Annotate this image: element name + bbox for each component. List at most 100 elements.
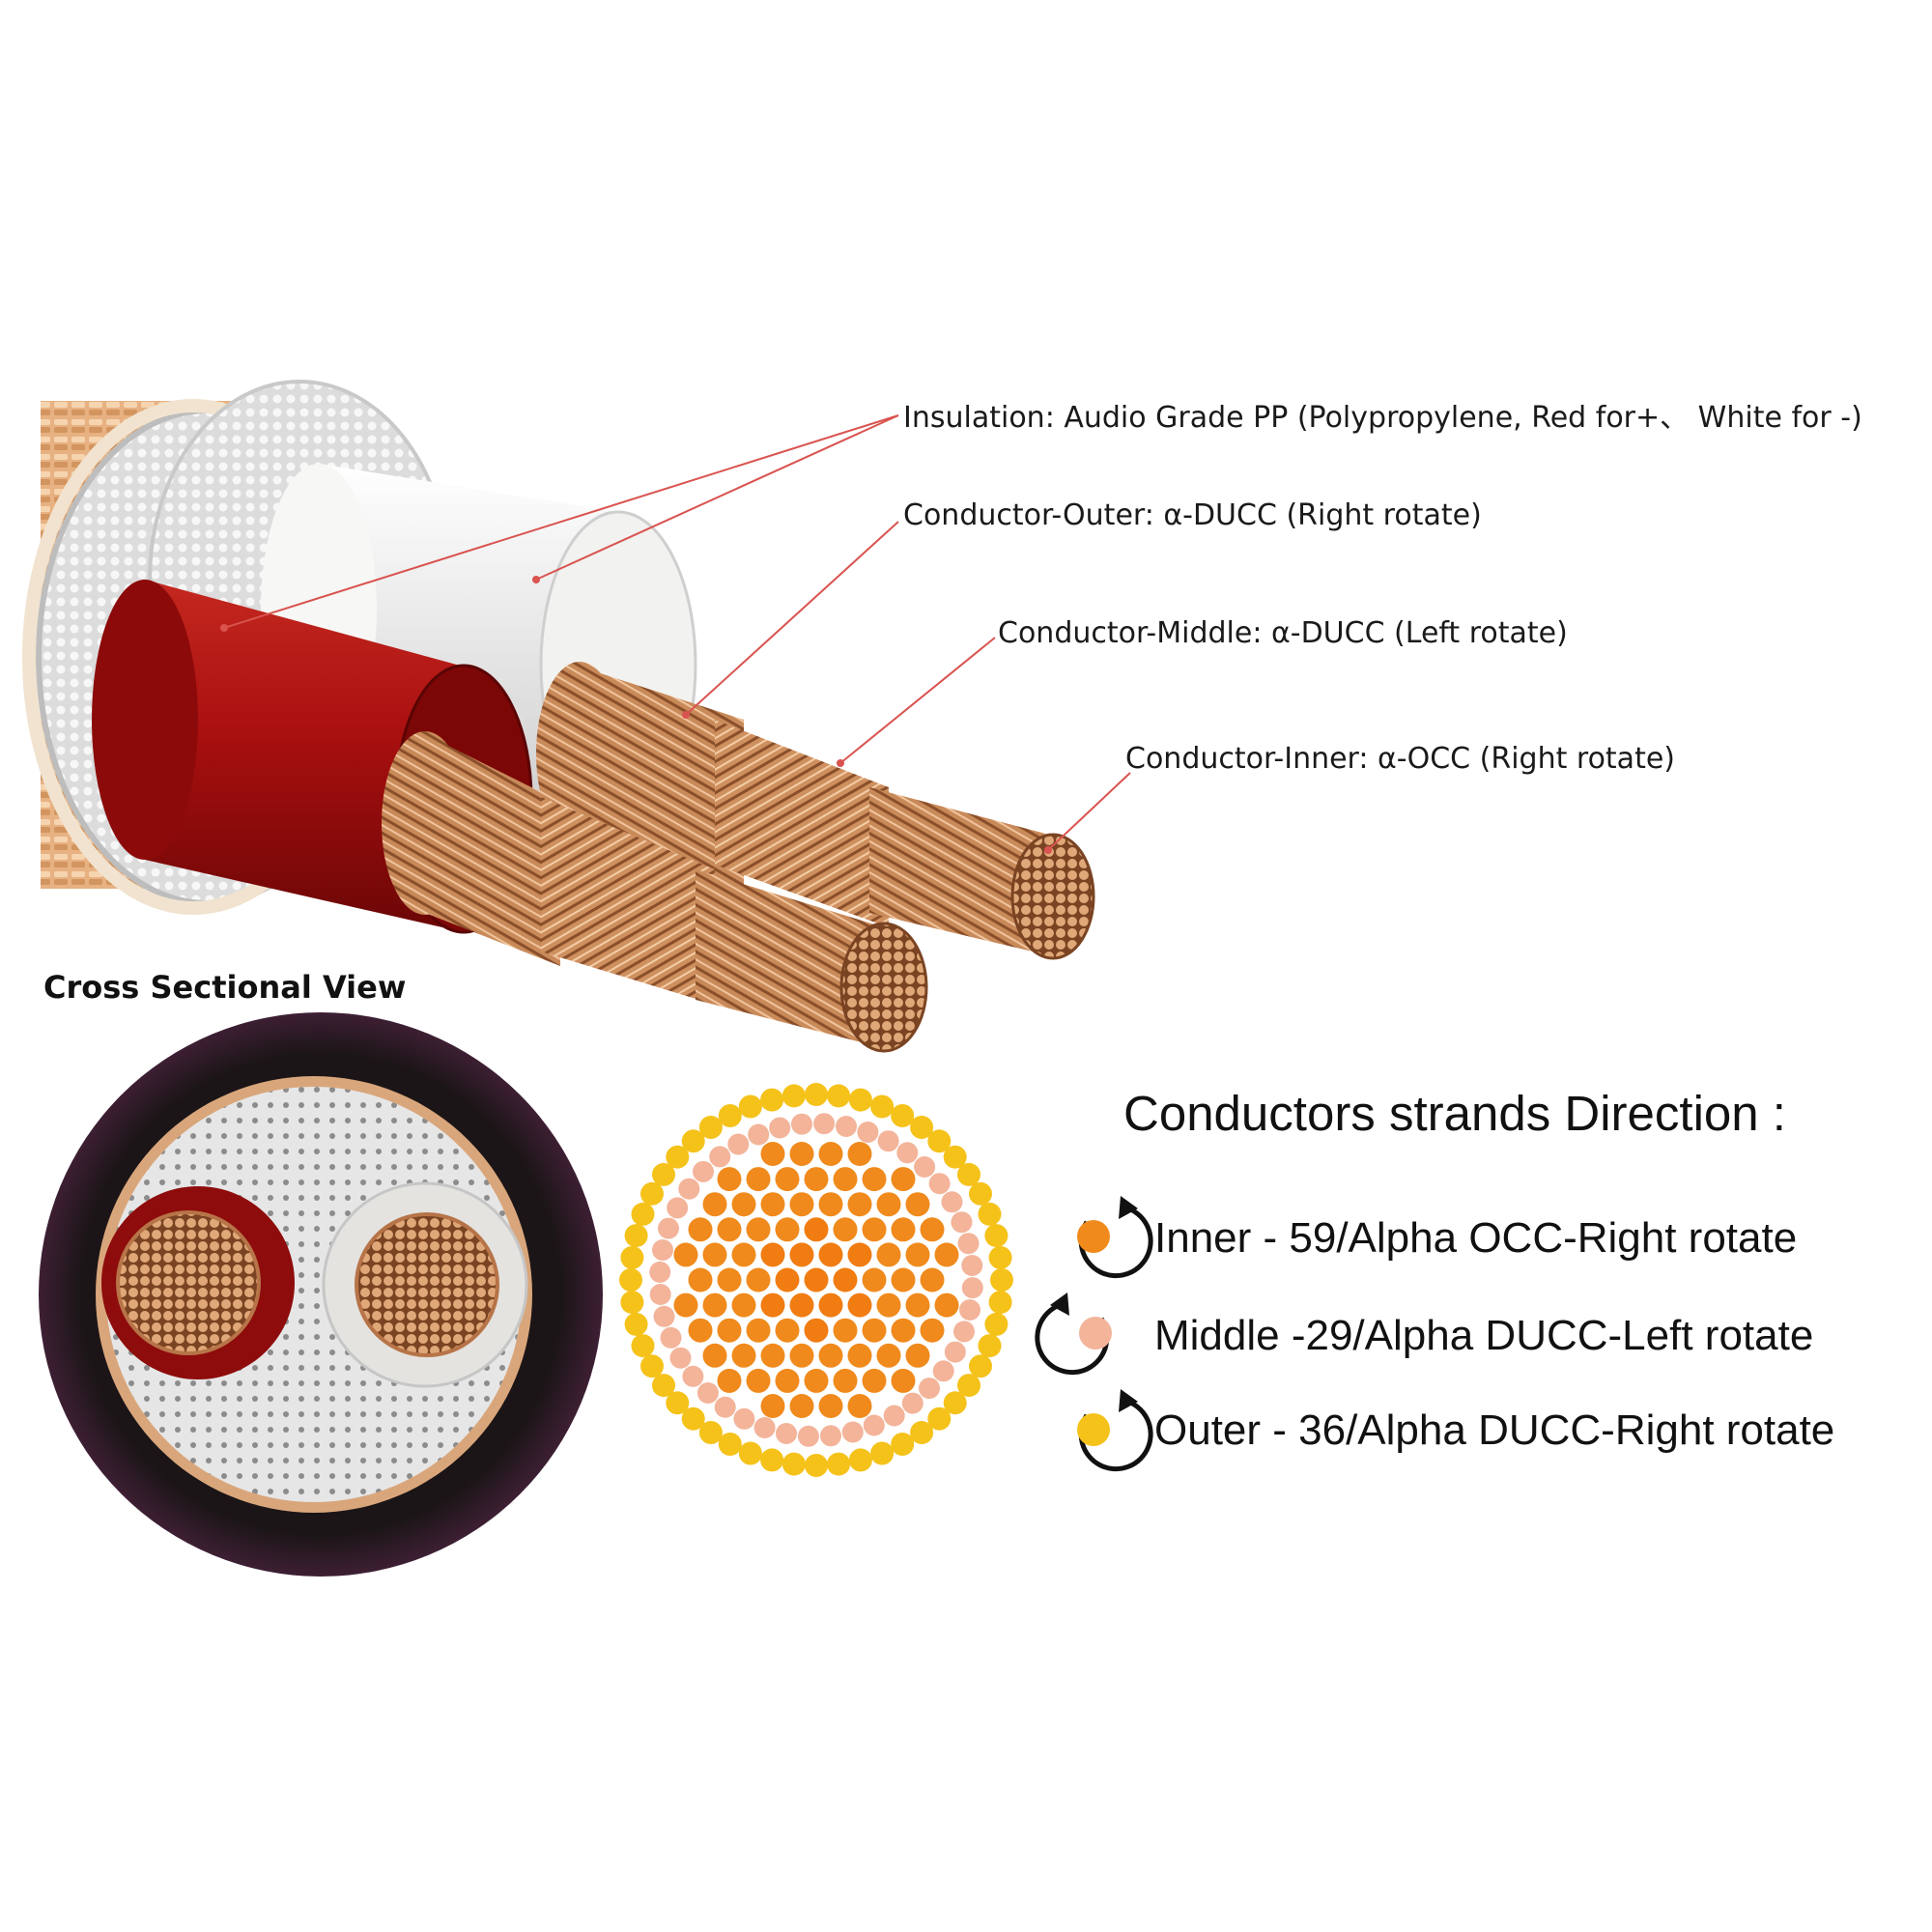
strand-middle	[682, 1365, 704, 1387]
strand-inner	[862, 1318, 887, 1343]
strand-middle	[748, 1123, 770, 1146]
strand-inner	[731, 1192, 756, 1217]
strand-inner	[833, 1267, 858, 1293]
strand-outer	[781, 1084, 806, 1108]
strand-outer	[891, 1433, 915, 1456]
strand-outer	[620, 1291, 644, 1315]
rotate-right-arrowhead	[1119, 1196, 1138, 1219]
strand-inner	[731, 1343, 756, 1368]
cross-section-white-conductor	[355, 1212, 499, 1357]
strand-outer	[805, 1083, 828, 1106]
strand-middle	[678, 1178, 700, 1200]
strand-inner	[891, 1167, 916, 1192]
strand-middle	[961, 1277, 983, 1299]
strand-outer	[870, 1094, 895, 1119]
strand-inner	[702, 1192, 727, 1217]
strand-inner	[789, 1394, 814, 1418]
strand-inner	[818, 1242, 843, 1267]
strand-inner	[717, 1267, 742, 1293]
legend-label-middle: Middle -29/Alpha DUCC-Left rotate	[1154, 1312, 1813, 1359]
conductor-red-side	[382, 731, 928, 1053]
strand-inner	[818, 1394, 843, 1418]
strand-outer	[957, 1374, 980, 1398]
strand-inner	[891, 1368, 916, 1393]
strand-inner	[688, 1318, 713, 1343]
strand-inner	[847, 1142, 872, 1166]
strand-outer	[640, 1181, 664, 1206]
strand-middle	[919, 1378, 940, 1400]
strand-outer	[738, 1441, 762, 1465]
strand-outer	[978, 1334, 1002, 1358]
strand-middle	[961, 1255, 983, 1276]
strand-inner	[775, 1267, 800, 1293]
strand-middle	[776, 1423, 797, 1444]
strand-inner	[702, 1293, 727, 1318]
strand-outer	[969, 1181, 992, 1206]
strand-inner	[876, 1293, 901, 1318]
strand-outer	[827, 1084, 851, 1108]
strand-inner	[789, 1242, 814, 1267]
strand-outer	[943, 1391, 967, 1415]
strand-inner	[804, 1267, 829, 1293]
leader-insulation-white	[535, 414, 899, 581]
strand-inner	[717, 1368, 742, 1393]
strand-outer	[624, 1224, 648, 1248]
strand-inner	[804, 1368, 829, 1393]
strand-middle	[959, 1299, 980, 1321]
strand-outer	[990, 1268, 1013, 1292]
strand-middle	[653, 1305, 675, 1327]
strand-outer	[988, 1245, 1012, 1269]
strand-outer	[957, 1162, 980, 1186]
strand-inner	[818, 1293, 843, 1318]
strand-middle	[649, 1284, 671, 1305]
strand-inner	[833, 1318, 858, 1343]
strand-outer	[738, 1094, 762, 1119]
strand-middle	[797, 1425, 819, 1447]
strand-inner	[702, 1242, 727, 1267]
strand-outer	[943, 1145, 967, 1169]
strand-outer	[848, 1088, 872, 1112]
strand-inner	[760, 1242, 785, 1267]
strand-inner	[775, 1217, 800, 1242]
strand-outer	[698, 1116, 723, 1139]
strand-middle	[941, 1191, 963, 1213]
strand-inner	[746, 1167, 771, 1192]
strand-inner	[804, 1318, 829, 1343]
strand-outer	[805, 1454, 828, 1477]
strand-inner	[905, 1242, 930, 1267]
callout-inner: Conductor-Inner: α-OCC (Right rotate)	[1125, 742, 1675, 776]
strand-middle	[896, 1142, 919, 1164]
strand-middle	[660, 1326, 682, 1349]
strand-middle	[669, 1347, 692, 1369]
callout-insulation: Insulation: Audio Grade PP (Polypropylen…	[903, 401, 1862, 435]
strand-outer	[891, 1104, 915, 1127]
strand-outer	[681, 1406, 705, 1431]
strand-middle	[813, 1113, 836, 1135]
strand-inner	[760, 1293, 785, 1318]
legend-swatch-inner	[1077, 1220, 1110, 1253]
strand-outer	[619, 1268, 642, 1292]
strand-inner	[760, 1192, 785, 1217]
legend-title: Conductors strands Direction :	[1123, 1086, 1786, 1141]
strand-outer	[978, 1202, 1002, 1226]
strand-inner	[746, 1267, 771, 1293]
strand-inner	[746, 1318, 771, 1343]
strand-inner	[760, 1394, 785, 1418]
strand-middle	[914, 1156, 936, 1178]
strand-inner	[702, 1343, 727, 1368]
strand-inner	[847, 1343, 872, 1368]
legend-swatch-middle	[1079, 1317, 1112, 1350]
leader-outer	[685, 521, 899, 716]
cable-cutaway: Insulation: Audio Grade PP (Polypropylen…	[22, 380, 1862, 1053]
strand-inner	[876, 1343, 901, 1368]
legend-swatch-outer	[1077, 1413, 1110, 1446]
strand-outer	[910, 1116, 934, 1139]
strand-middle	[932, 1360, 954, 1382]
strand-inner	[876, 1192, 901, 1217]
strand-inner	[760, 1142, 785, 1166]
strand-outer	[760, 1088, 784, 1112]
strand-middle	[857, 1122, 879, 1143]
strand-inner	[833, 1167, 858, 1192]
strand-middle	[727, 1133, 750, 1155]
